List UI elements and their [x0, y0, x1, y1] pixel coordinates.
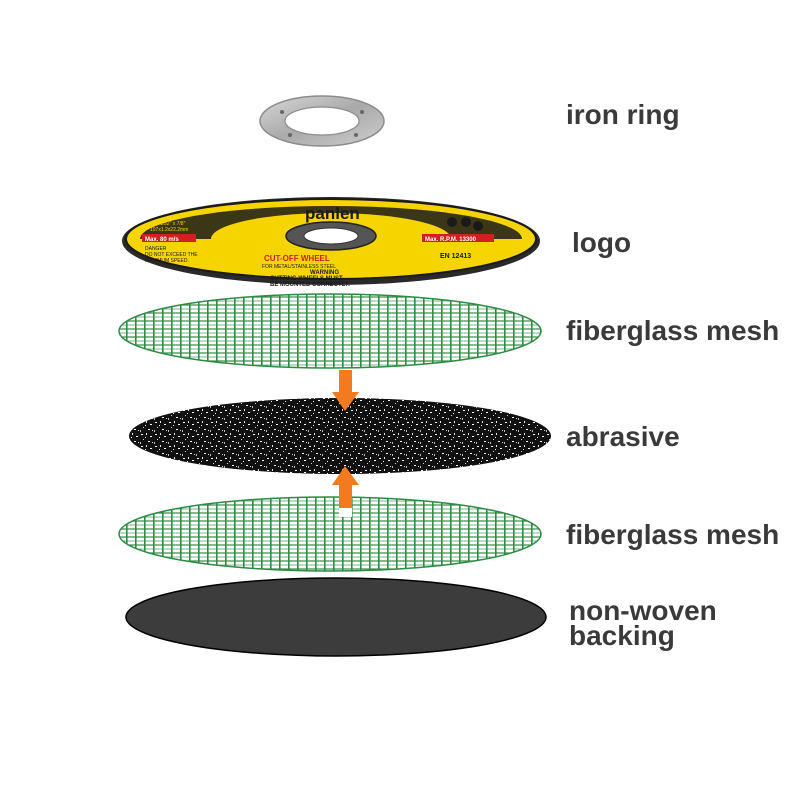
arrow-up-icon	[332, 466, 359, 517]
fiberglass-mesh-top-part	[118, 293, 542, 369]
iron-ring-part	[259, 95, 385, 147]
label-iron-ring: iron ring	[566, 99, 680, 130]
logo-standard: EN 12413	[440, 253, 471, 260]
label-non-woven-backing: non-woven backing	[569, 595, 769, 651]
logo-warning-line2: BE MOUNTED CORRECTLY.	[270, 282, 350, 288]
logo-warning-line1: CUTTING WHEELS MUST	[270, 276, 343, 282]
logo-danger-line: DO NOT EXCEED THE	[145, 252, 198, 258]
logo-brand: panlen	[305, 204, 360, 223]
logo-warning-title: WARNING	[310, 270, 339, 276]
label-abrasive: abrasive	[566, 421, 680, 452]
logo-size-mm: 107x1.2x22.2mm	[150, 227, 188, 233]
label-backing-line2: backing	[569, 620, 675, 651]
logo-right-spec: Max. R.P.M. 13300	[425, 237, 477, 243]
logo-subtitle: FOR METAL/STAINLESS STEEL	[262, 264, 336, 270]
label-fiberglass-mesh-top: fiberglass mesh	[566, 315, 780, 346]
logo-danger-line: DANGER	[145, 246, 167, 252]
logo-left-spec: Max. 80 m/s	[145, 237, 179, 243]
fiberglass-mesh-bottom-part	[118, 496, 542, 572]
logo-size-text: 4" x 1/32" x 7/8"	[150, 221, 186, 227]
label-fiberglass-mesh-bottom: fiberglass mesh	[566, 519, 780, 550]
label-backing-line1: non-woven	[569, 595, 717, 626]
non-woven-backing-part	[125, 577, 547, 657]
logo-disc-part: panlen CUT-OFF WHEEL FOR METAL/STAINLESS…	[122, 197, 540, 288]
arrow-down-icon	[332, 370, 359, 411]
logo-danger-line: MAXIMUM SPEED.	[145, 258, 189, 264]
logo-product: CUT-OFF WHEEL	[264, 254, 330, 263]
label-logo: logo	[572, 227, 632, 258]
abrasive-part	[129, 398, 551, 474]
